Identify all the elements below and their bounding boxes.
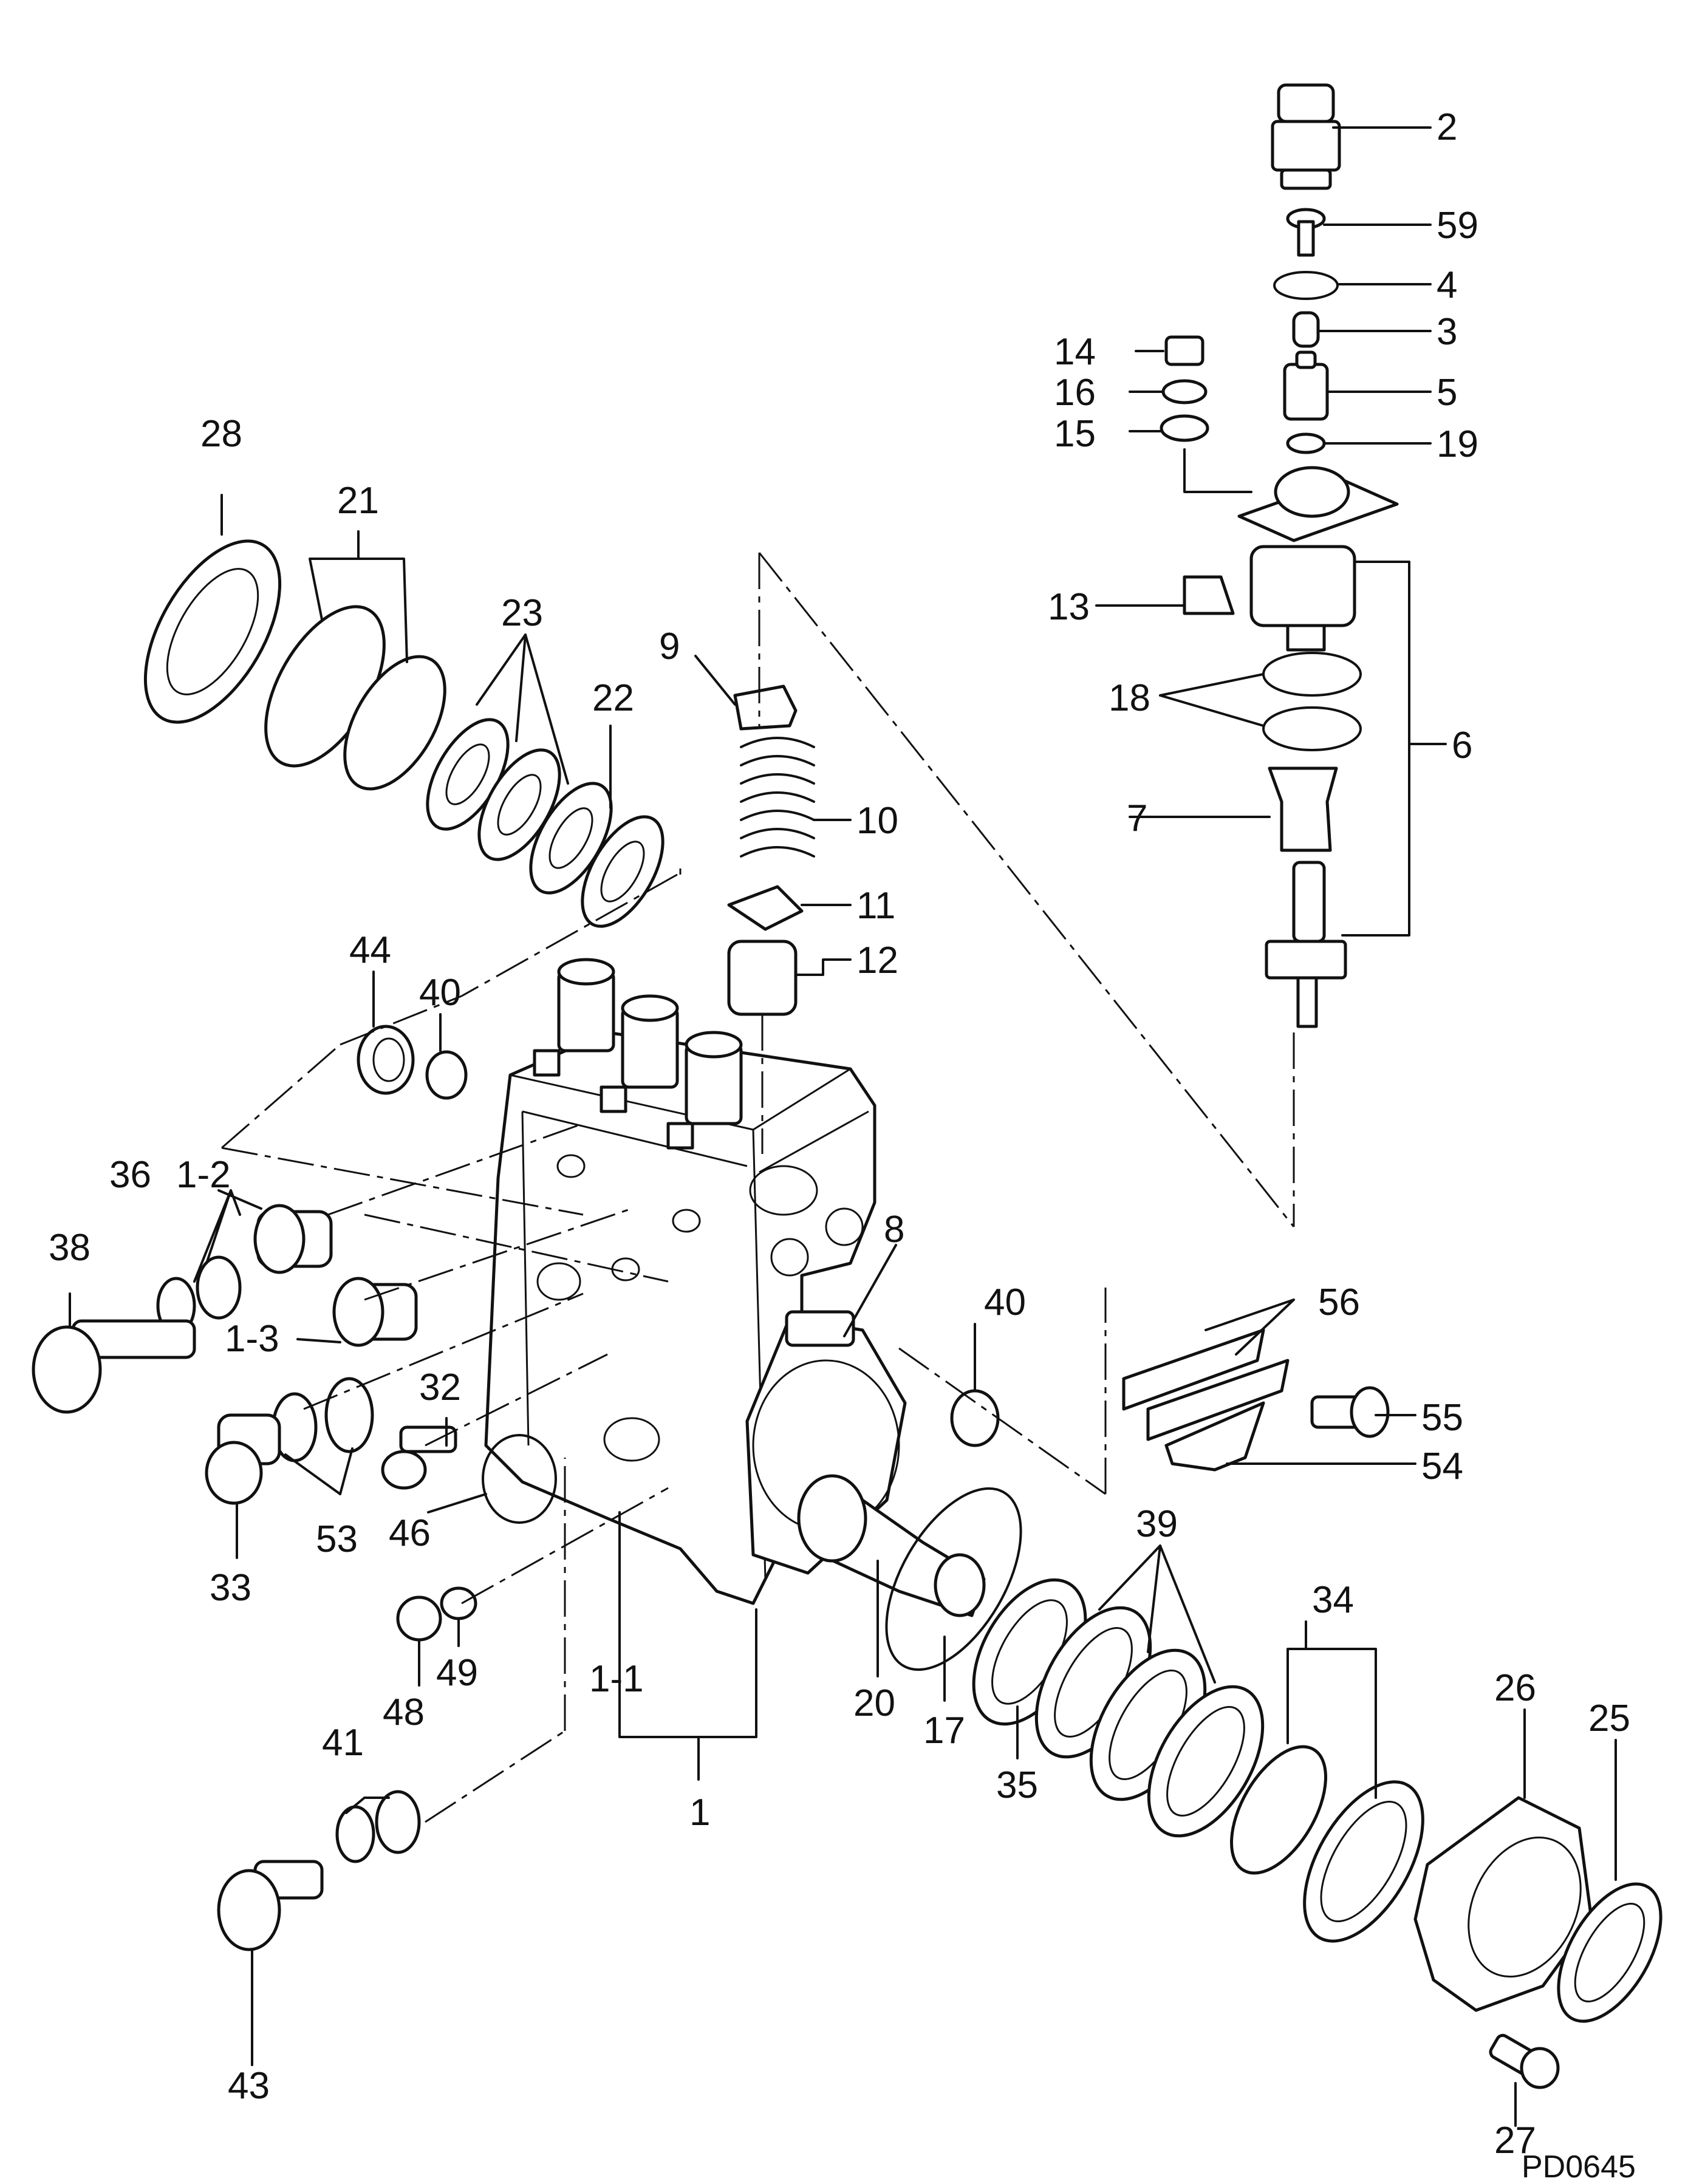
callout-19: 19 [1437,423,1478,465]
callout-23: 23 [501,592,543,634]
callout-27: 27 [1494,2120,1536,2162]
callout-54: 54 [1421,1445,1463,1487]
callout-5: 5 [1437,372,1457,414]
callout-1-1: 1-1 [589,1658,644,1700]
callout-15: 15 [1054,413,1096,455]
callout-3: 3 [1437,311,1457,353]
callout-18: 18 [1109,677,1150,719]
callout-55: 55 [1421,1397,1463,1439]
callout-17: 17 [923,1710,965,1752]
callout-13: 13 [1048,586,1090,628]
callout-40-right: 40 [984,1281,1026,1323]
callout-28: 28 [200,413,242,455]
callout-21: 21 [337,480,379,522]
figure-code: PD0645 [1522,2149,1636,2184]
callout-26: 26 [1494,1667,1536,1709]
callout-9: 9 [659,626,680,667]
callout-1-2: 1-2 [176,1154,231,1196]
callout-40-left: 40 [419,972,461,1014]
callout-43: 43 [228,2065,270,2107]
callout-32: 32 [419,1367,461,1408]
callout-34: 34 [1312,1579,1354,1621]
callout-22: 22 [592,677,634,719]
callout-35: 35 [996,1764,1038,1806]
callout-33: 33 [210,1567,251,1609]
callout-1-3: 1-3 [225,1318,279,1360]
callout-36: 36 [109,1154,151,1196]
callout-49: 49 [436,1652,478,1694]
callout-53: 53 [316,1518,358,1560]
alignment-lines [221,552,1295,1823]
callout-4: 4 [1437,264,1457,306]
delivery-valve-stack [1160,83,1399,1028]
callout-6: 6 [1452,725,1472,766]
callout-8: 8 [884,1209,904,1251]
callout-39: 39 [1136,1503,1178,1545]
callout-56: 56 [1318,1281,1360,1323]
gear-set-left [143,539,665,928]
callout-44: 44 [349,929,391,971]
callout-46: 46 [389,1512,431,1554]
pump-housing [484,958,907,1605]
callout-1: 1 [689,1792,710,1834]
callout-16: 16 [1054,372,1096,414]
callout-12: 12 [856,940,898,981]
callout-20: 20 [853,1682,895,1724]
callout-38: 38 [49,1227,91,1269]
leader-lines [69,126,1617,2127]
callout-14: 14 [1054,331,1096,373]
callout-10: 10 [856,800,898,842]
spring-stack [727,684,815,1016]
right-lower-parts [785,1310,1662,2089]
callout-labels: 2 59 4 3 14 5 16 15 19 13 18 6 7 9 10 11… [49,106,1636,2184]
callout-7: 7 [1127,797,1147,839]
callout-2: 2 [1437,106,1457,148]
callout-41: 41 [322,1722,364,1764]
callout-11: 11 [856,885,895,927]
callout-59: 59 [1437,205,1478,247]
callout-48: 48 [383,1691,425,1733]
callout-25: 25 [1588,1698,1630,1739]
left-small-parts [32,1025,557,1951]
